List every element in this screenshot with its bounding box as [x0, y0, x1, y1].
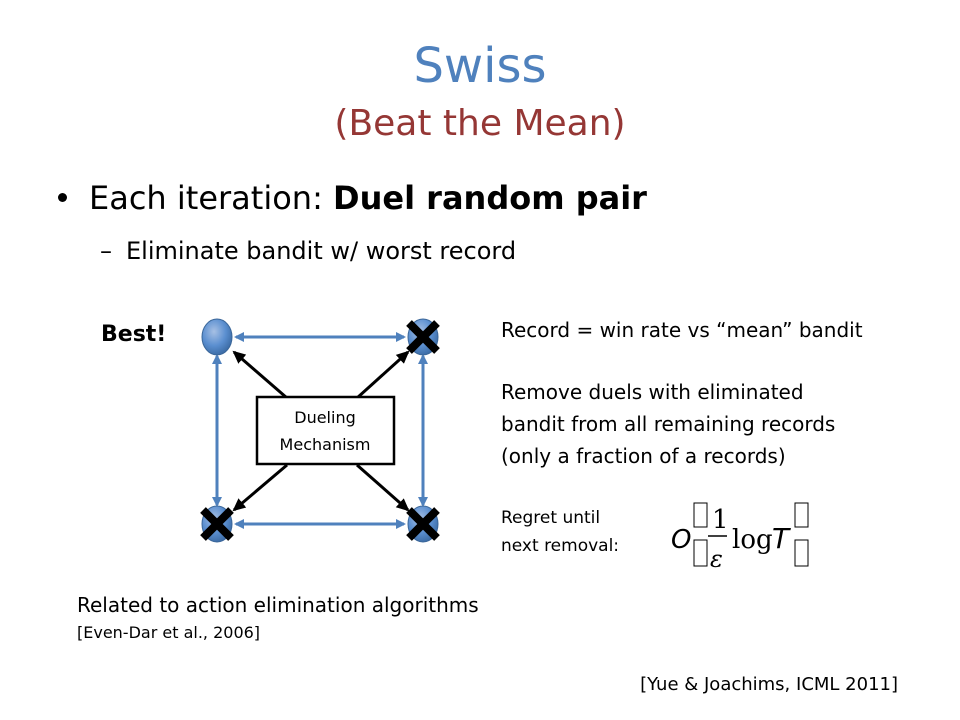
related-citation: [Even-Dar et al., 2006] — [77, 623, 261, 642]
sub-bullet-dash: – — [100, 237, 112, 265]
related-text: Related to action elimination algorithms — [77, 593, 479, 617]
eliminated-cross-icon — [406, 507, 440, 541]
note-remove-line-2: bandit from all remaining records — [501, 412, 836, 436]
slide-subtitle: (Beat the Mean) — [334, 103, 626, 144]
note-record: Record = win rate vs “mean” bandit — [501, 318, 863, 342]
eliminated-cross-icon — [200, 507, 234, 541]
bullet-prefix: Each iteration: — [89, 179, 334, 217]
arrow-to-bottom-left — [232, 463, 288, 512]
arrow-to-bottom-right — [356, 463, 410, 512]
formula-left-bracket-bottom — [693, 539, 708, 567]
formula-denominator: ε — [710, 545, 723, 573]
slide-title: Swiss — [413, 38, 547, 94]
note-regret-line-2: next removal: — [501, 536, 620, 556]
arrow-to-top-left — [232, 350, 288, 400]
best-label: Best! — [101, 322, 167, 347]
note-regret-line-1: Regret until — [501, 508, 601, 528]
formula-log: log — [732, 525, 773, 555]
node-best — [201, 318, 233, 356]
eliminated-cross-icon — [406, 320, 440, 354]
note-remove-line-1: Remove duels with eliminated — [501, 380, 804, 404]
sub-bullet: –Eliminate bandit w/ worst record — [100, 234, 516, 268]
formula-numerator: 1 — [712, 505, 729, 535]
bullet-bold: Duel random pair — [333, 179, 647, 217]
dueling-box-line-1: Dueling — [294, 408, 356, 427]
bullet-dot-icon — [58, 192, 67, 202]
formula-left-bracket-top — [693, 502, 708, 528]
formula-T: T — [772, 522, 791, 555]
formula-O: O — [671, 525, 691, 555]
note-remove-line-3: (only a fraction of a records) — [501, 444, 786, 468]
arrow-to-top-right — [355, 350, 410, 400]
sub-bullet-text: Eliminate bandit w/ worst record — [126, 237, 517, 265]
footer-citation: [Yue & Joachims, ICML 2011] — [640, 674, 898, 695]
bullet-main: Each iteration: Duel random pair — [58, 176, 647, 220]
formula-right-bracket-bottom — [794, 539, 809, 567]
dueling-box-line-2: Mechanism — [280, 435, 371, 454]
formula-right-bracket-top — [794, 502, 809, 528]
dueling-mechanism-box — [255, 395, 396, 466]
